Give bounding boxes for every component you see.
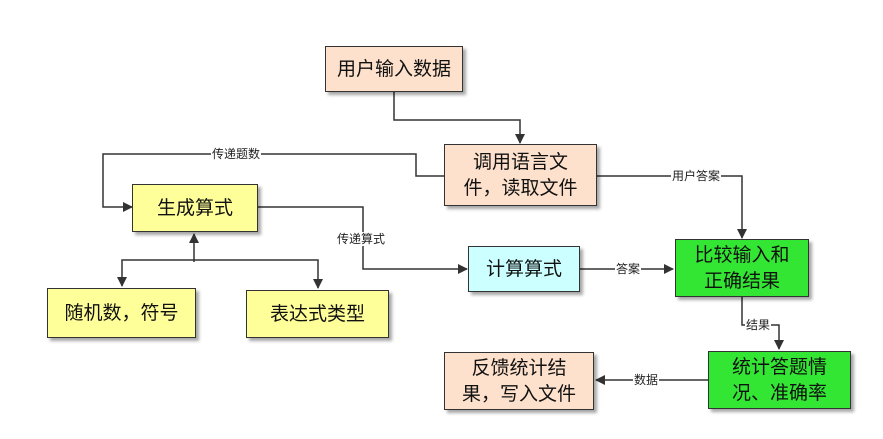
edge-label-pass-count: 传递题数 xyxy=(211,147,262,161)
node-generate-formula: 生成算式 xyxy=(132,184,258,232)
node-user-input: 用户输入数据 xyxy=(325,46,463,92)
edge-label-user-answer: 用户答案 xyxy=(671,169,722,183)
edge-label-data: 数据 xyxy=(633,373,660,387)
node-expression-type: 表达式类型 xyxy=(246,290,389,338)
node-calculate-formula: 计算算式 xyxy=(468,246,580,292)
edge-input-to-call xyxy=(393,92,525,144)
edge-label-answer: 答案 xyxy=(615,262,642,276)
node-call-language-file: 调用语言文 件，读取文件 xyxy=(444,144,597,206)
edge-label-pass-formula: 传递算式 xyxy=(336,232,387,246)
node-feedback-write: 反馈统计结 果，写入文件 xyxy=(444,352,594,410)
node-compare-result: 比较输入和 正确结果 xyxy=(675,239,809,297)
edge-call-to-compare xyxy=(597,175,747,239)
edge-generate-to-exprtype xyxy=(194,259,323,289)
node-statistics: 统计答题情 况、准确率 xyxy=(708,351,851,409)
edge-generate-to-random xyxy=(117,259,194,287)
edge-label-result: 结果 xyxy=(745,318,772,332)
node-random-symbol: 随机数，符号 xyxy=(47,288,196,338)
